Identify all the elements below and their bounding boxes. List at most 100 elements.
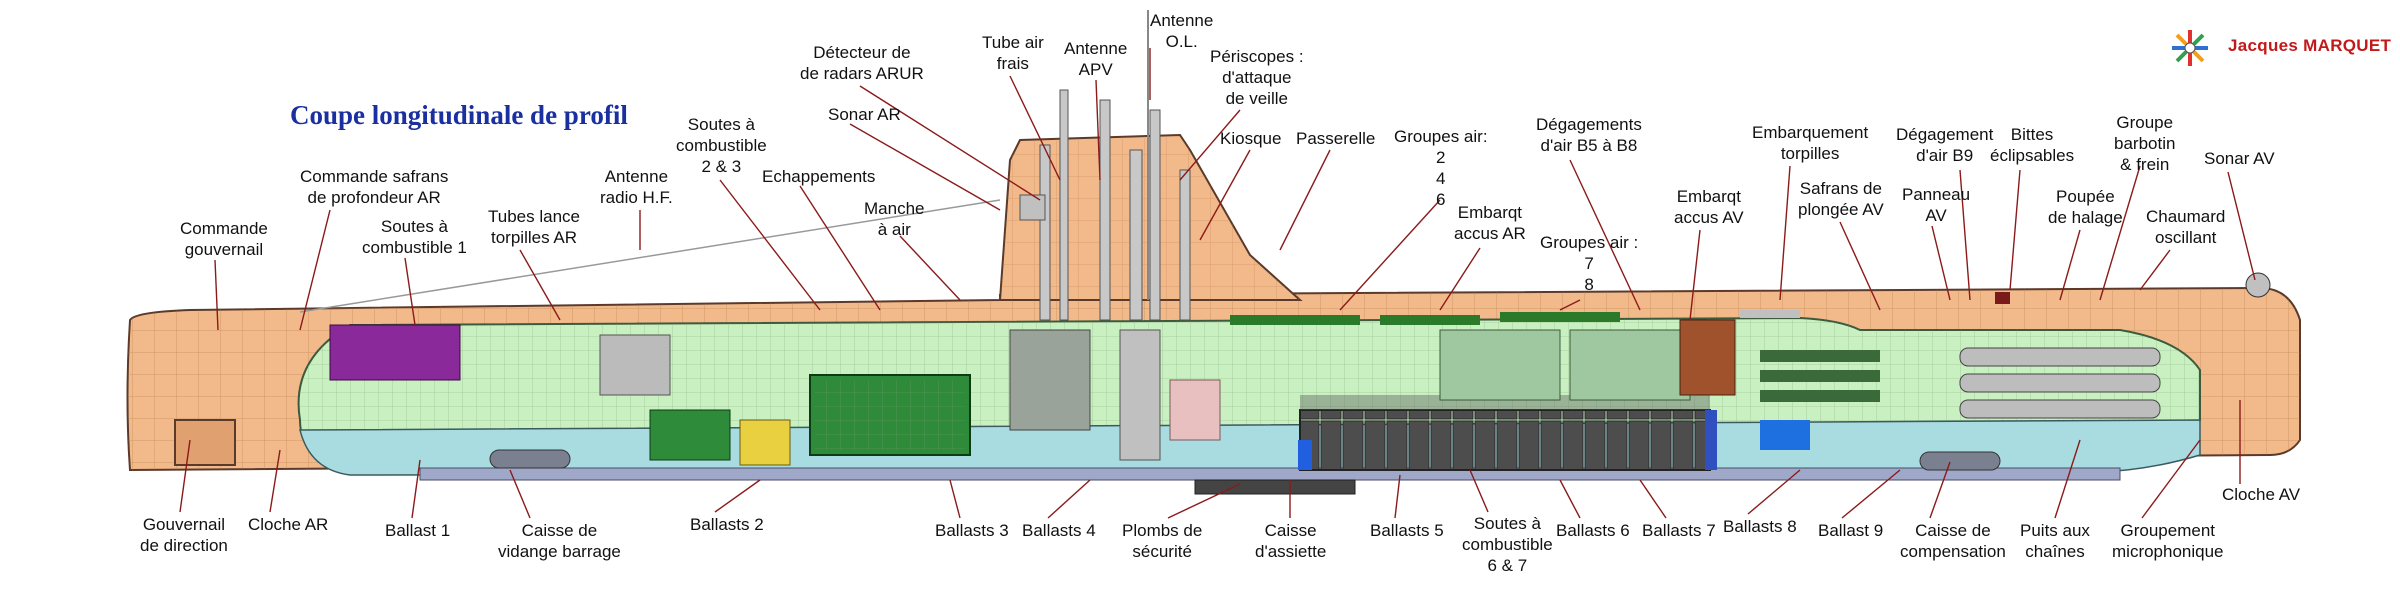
leader-line bbox=[949, 479, 961, 519]
leader-line bbox=[1179, 109, 1241, 181]
battery-bank bbox=[1299, 409, 1711, 471]
leader-line bbox=[2099, 165, 2141, 301]
leader-line bbox=[1009, 75, 1061, 181]
sonar-av-dome bbox=[2245, 272, 2271, 298]
label-sonar-av: Sonar AV bbox=[2204, 149, 2275, 168]
ballast-zone bbox=[299, 419, 2201, 476]
leader-line bbox=[1569, 159, 1641, 311]
generator-1 bbox=[649, 409, 731, 461]
leader-line bbox=[1559, 479, 1581, 519]
diagram-title: Coupe longitudinale de profil bbox=[290, 100, 628, 130]
forward-accu-room bbox=[1679, 319, 1736, 396]
brand-name: Jacques MARQUET bbox=[2228, 36, 2392, 55]
label-cloche-ar: Cloche AR bbox=[248, 515, 329, 534]
label-passerelle: Passerelle bbox=[1296, 129, 1376, 148]
leader-line bbox=[269, 449, 281, 513]
leader-line bbox=[1199, 149, 1251, 241]
leader-line bbox=[1394, 474, 1401, 519]
label-echappements: Echappements bbox=[762, 167, 876, 186]
torpedo-tube-1 bbox=[1959, 347, 2161, 367]
leader-line bbox=[214, 259, 219, 331]
leader-line bbox=[179, 439, 191, 513]
leader-line bbox=[849, 123, 1001, 211]
leader-line bbox=[799, 185, 881, 311]
keel-strip bbox=[419, 467, 2121, 481]
leader-line bbox=[1559, 299, 1581, 311]
leader-line bbox=[2059, 229, 2081, 301]
leader-line bbox=[1779, 165, 1791, 301]
leader-line bbox=[1747, 469, 1801, 515]
leader-line bbox=[714, 479, 761, 513]
leader-line bbox=[2009, 169, 2021, 291]
label-ballasts-3: Ballasts 3 bbox=[935, 521, 1009, 540]
leader-line bbox=[719, 179, 821, 311]
label-ballasts-4: Ballasts 4 bbox=[1022, 521, 1096, 540]
leader-line bbox=[1929, 461, 1951, 519]
leader-line bbox=[1931, 225, 1951, 301]
leader-line bbox=[2141, 439, 2201, 519]
label-ballast-9: Ballast 9 bbox=[1818, 521, 1884, 540]
leader-line bbox=[1439, 247, 1481, 311]
brand-logo-icon bbox=[2172, 30, 2208, 66]
leader-line bbox=[1339, 199, 1441, 311]
label-ballasts-2: Ballasts 2 bbox=[690, 515, 764, 534]
leader-line bbox=[1047, 479, 1091, 519]
leader-line bbox=[1639, 479, 1667, 519]
label-kiosque: Kiosque bbox=[1220, 129, 1282, 148]
leader-line bbox=[2227, 171, 2256, 281]
label-ballasts-6: Ballasts 6 bbox=[1556, 521, 1630, 540]
leader-line bbox=[1959, 169, 1971, 301]
label-sonar-ar: Sonar AR bbox=[828, 105, 901, 124]
leader-line bbox=[899, 235, 961, 301]
leader-line bbox=[404, 257, 416, 326]
label-cloche-av: Cloche AV bbox=[2222, 485, 2301, 504]
torpedo-tube-3 bbox=[1959, 399, 2161, 419]
label-ballasts-7: Ballasts 7 bbox=[1642, 521, 1716, 540]
leader-line bbox=[1095, 79, 1101, 181]
leader-line bbox=[1469, 469, 1489, 513]
leader-line bbox=[509, 469, 531, 519]
torpedo-tube-2 bbox=[1959, 373, 2161, 393]
leader-line bbox=[299, 209, 331, 331]
label-ballasts-5: Ballasts 5 bbox=[1370, 521, 1444, 540]
leader-line bbox=[1279, 149, 1331, 251]
leader-line bbox=[1689, 229, 1701, 321]
rudder bbox=[174, 419, 236, 466]
leader-line bbox=[2139, 249, 2171, 291]
leader-line bbox=[1839, 221, 1881, 311]
label-ballasts-8: Ballasts 8 bbox=[1723, 517, 1797, 536]
